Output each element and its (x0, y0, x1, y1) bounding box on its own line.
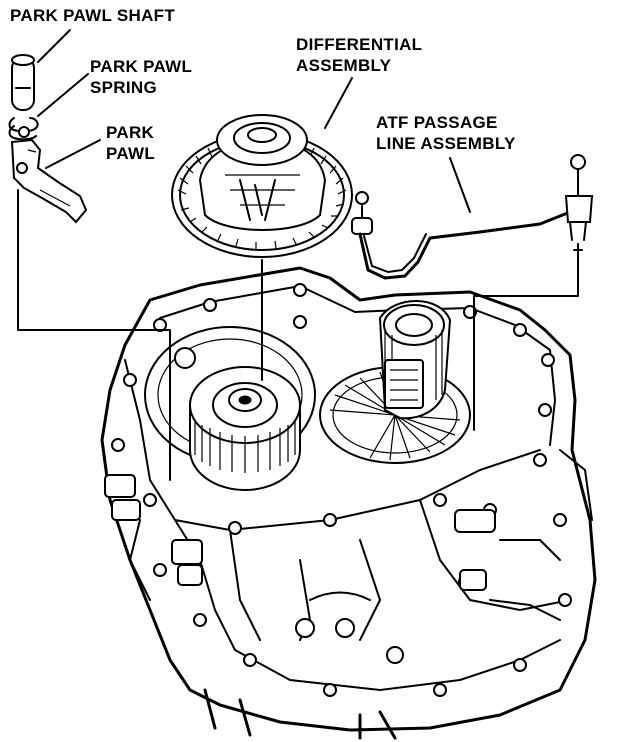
label-atf-line1: ATF PASSAGE (376, 113, 498, 132)
label-park-pawl-line2: PAWL (106, 144, 156, 163)
label-atf-line2: LINE ASSEMBLY (376, 134, 516, 153)
differential-assembly (171, 114, 353, 258)
chain-sprocket-assembly (378, 300, 452, 420)
atf-passage-line (351, 154, 594, 280)
leader-lines (37, 29, 471, 213)
park-pawl-parts (8, 54, 88, 224)
clutch-drum (189, 366, 301, 491)
label-differential-line1: DIFFERENTIAL (296, 35, 423, 54)
label-park-pawl-spring-line1: PARK PAWL (90, 57, 193, 76)
alignment-lines (17, 189, 579, 481)
label-park-pawl-shaft: PARK PAWL SHAFT (10, 6, 176, 25)
transmission-case (100, 266, 597, 740)
label-park-pawl-line1: PARK (106, 123, 155, 142)
label-park-pawl-spring-line2: SPRING (90, 78, 157, 97)
label-differential-line2: ASSEMBLY (296, 56, 392, 75)
